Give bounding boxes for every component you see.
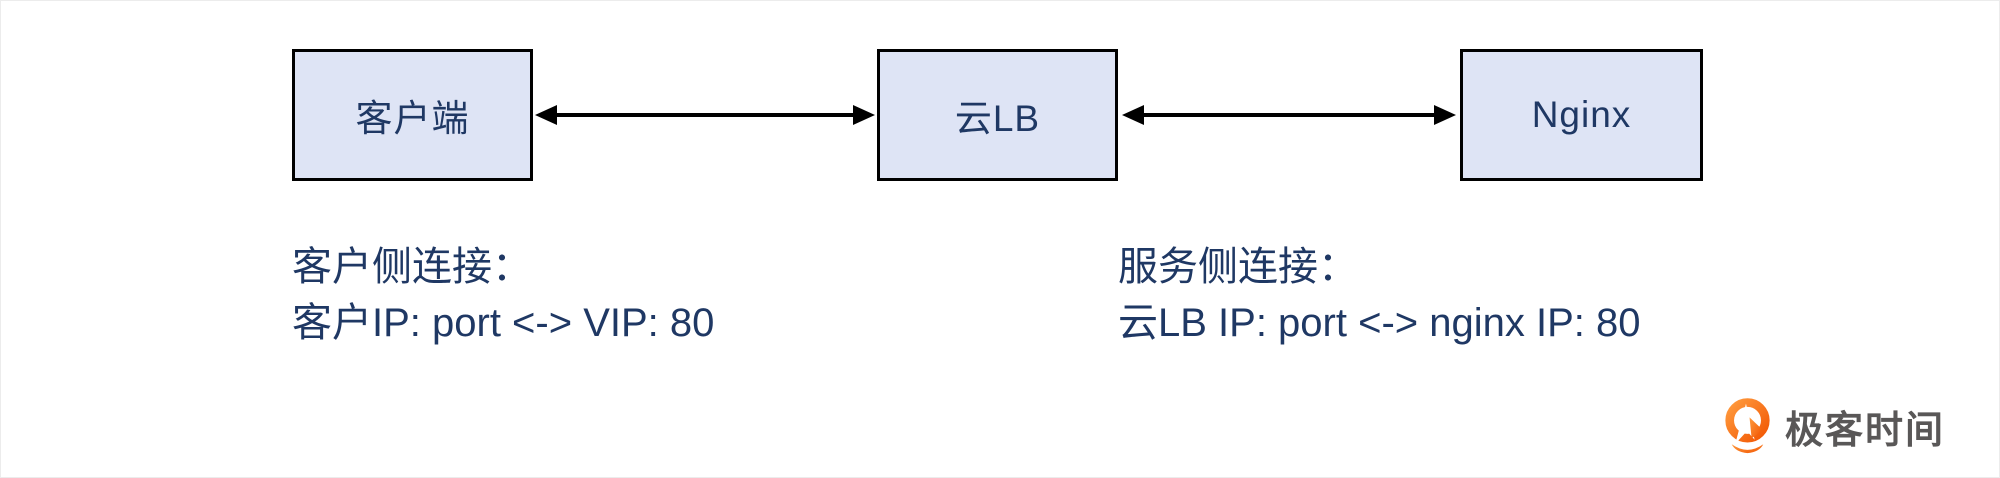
- server-side-annotation: 服务侧连接： 云LB IP: port <-> nginx IP: 80: [1118, 239, 1641, 351]
- node-client: 客户端: [292, 49, 533, 181]
- arrow-client-lb-icon: [535, 105, 875, 125]
- client-side-annotation: 客户侧连接： 客户IP: port <-> VIP: 80: [292, 239, 714, 351]
- node-cloud-lb-label: 云LB: [954, 98, 1041, 139]
- geektime-logo-text: 极客时间: [1785, 410, 1946, 452]
- client-side-annotation-title: 客户侧连接：: [292, 245, 532, 289]
- geektime-logo-icon: [1725, 398, 1770, 454]
- node-client-label: 客户端: [355, 98, 470, 139]
- node-cloud-lb: 云LB: [877, 49, 1118, 181]
- server-side-annotation-title: 服务侧连接：: [1118, 245, 1358, 289]
- arrow-lb-nginx-icon: [1122, 105, 1456, 125]
- server-side-annotation-detail: 云LB IP: port <-> nginx IP: 80: [1118, 301, 1641, 345]
- geektime-logo: 极客时间: [1723, 397, 1945, 456]
- node-nginx-label: Nginx: [1531, 94, 1632, 135]
- node-nginx: Nginx: [1460, 49, 1703, 181]
- client-side-annotation-detail: 客户IP: port <-> VIP: 80: [292, 301, 715, 345]
